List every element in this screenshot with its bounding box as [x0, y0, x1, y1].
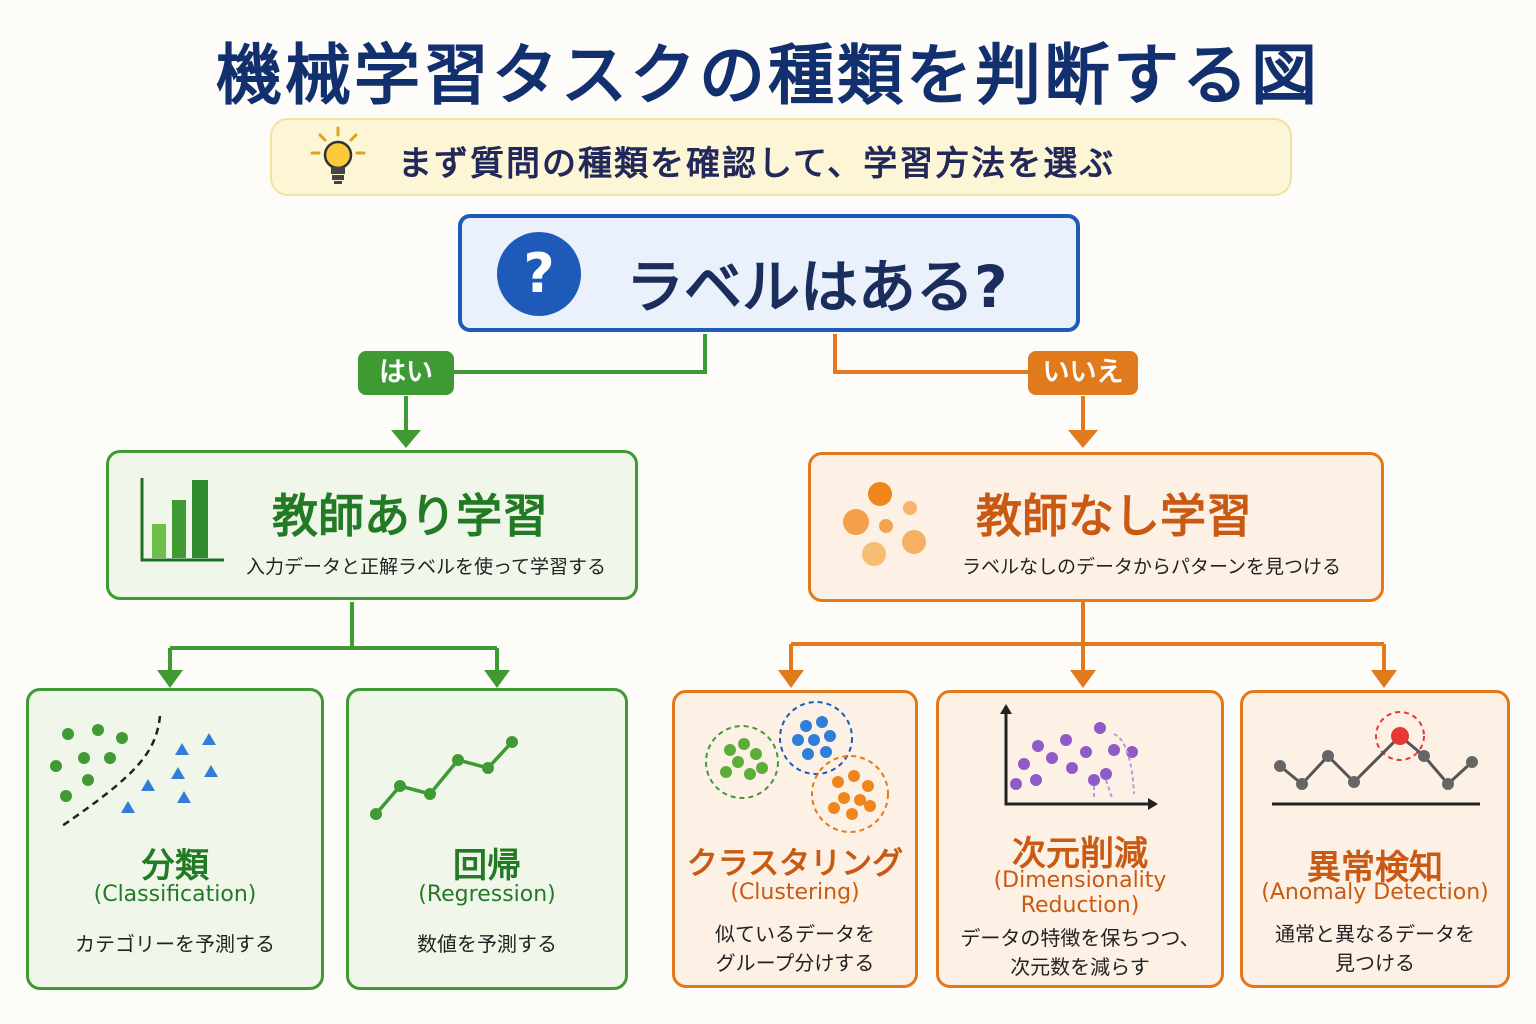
unsupervised-description: ラベルなしのデータからパターンを見つける: [962, 556, 1342, 578]
dimensionality-reduction-icon: [1000, 704, 1158, 810]
yes-connector: [454, 334, 707, 374]
supervised-split: [168, 602, 499, 676]
page-title: 機械学習タスクの種類を判断する図: [216, 37, 1320, 114]
classification-description: カテゴリーを予測する: [75, 932, 275, 956]
unsupervised-learning-card: [808, 452, 1384, 602]
regression-description: 数値を予測する: [417, 932, 557, 956]
dimensionality-reduction-english-line-2: Reduction): [1020, 893, 1140, 918]
no-connector: [833, 334, 1028, 374]
regression-title: 回帰: [453, 846, 521, 886]
supervised-description: 入力データと正解ラベルを使って学習する: [246, 556, 607, 578]
classification-english: (Classification): [93, 882, 257, 907]
bar-chart-icon: [140, 478, 224, 562]
dimensionality-reduction-title: 次元削減: [1012, 834, 1148, 874]
anomaly-detection-description-line-1: 通常と異なるデータを: [1275, 922, 1475, 946]
dimensionality-reduction-description: データの特徴を保ちつつ、 次元数を減らす: [936, 924, 1224, 982]
svg-text:?: ?: [523, 242, 554, 305]
classification-title: 分類: [141, 846, 209, 886]
clustering-description: 似ているデータを グループ分けする: [672, 920, 918, 978]
classification-card: [26, 688, 324, 990]
clustering-description-line-2: グループ分けする: [715, 951, 875, 975]
tip-banner: [270, 118, 1292, 196]
unsupervised-title: 教師なし学習: [976, 489, 1252, 543]
anomaly-detection-description-line-2: 見つける: [1335, 951, 1415, 975]
supervised-learning-card: [106, 450, 638, 600]
question-icon: ?: [497, 232, 581, 316]
dimensionality-reduction-english: (Dimensionality Reduction): [936, 868, 1224, 918]
dimensionality-reduction-description-line-2: 次元数を減らす: [1010, 955, 1150, 979]
clustering-icon: [705, 701, 889, 833]
dimensionality-reduction-description-line-1: データの特徴を保ちつつ、: [960, 926, 1200, 950]
anomaly-detection-english: (Anomaly Detection): [1261, 880, 1489, 905]
regression-line-icon: [370, 736, 518, 820]
clustering-english: (Clustering): [730, 880, 860, 905]
dimensionality-reduction-card: [936, 690, 1224, 988]
anomaly-detection-title: 異常検知: [1307, 848, 1443, 888]
anomaly-detection-description: 通常と異なるデータを 見つける: [1240, 920, 1510, 978]
regression-card: [346, 688, 628, 990]
anomaly-detection-card: [1240, 690, 1510, 988]
lightbulb-icon: [310, 126, 366, 184]
anomaly-detection-icon: [1272, 711, 1480, 806]
unsupervised-split: [789, 602, 1386, 676]
yes-branch-label: はい: [358, 351, 454, 395]
no-branch-label: いいえ: [1028, 351, 1138, 395]
dimensionality-reduction-english-line-1: (Dimensionality: [993, 868, 1167, 893]
classification-icon: [50, 715, 218, 828]
clustering-title: クラスタリング: [686, 846, 904, 882]
clustering-description-line-1: 似ているデータを: [715, 922, 875, 946]
supervised-title: 教師あり学習: [272, 489, 548, 543]
question-text: ラベルはある?: [626, 253, 1008, 321]
regression-english: (Regression): [418, 882, 556, 907]
scatter-dots-icon: [843, 482, 926, 566]
tip-text: まず質問の種類を確認して、学習方法を選ぶ: [398, 144, 1116, 184]
